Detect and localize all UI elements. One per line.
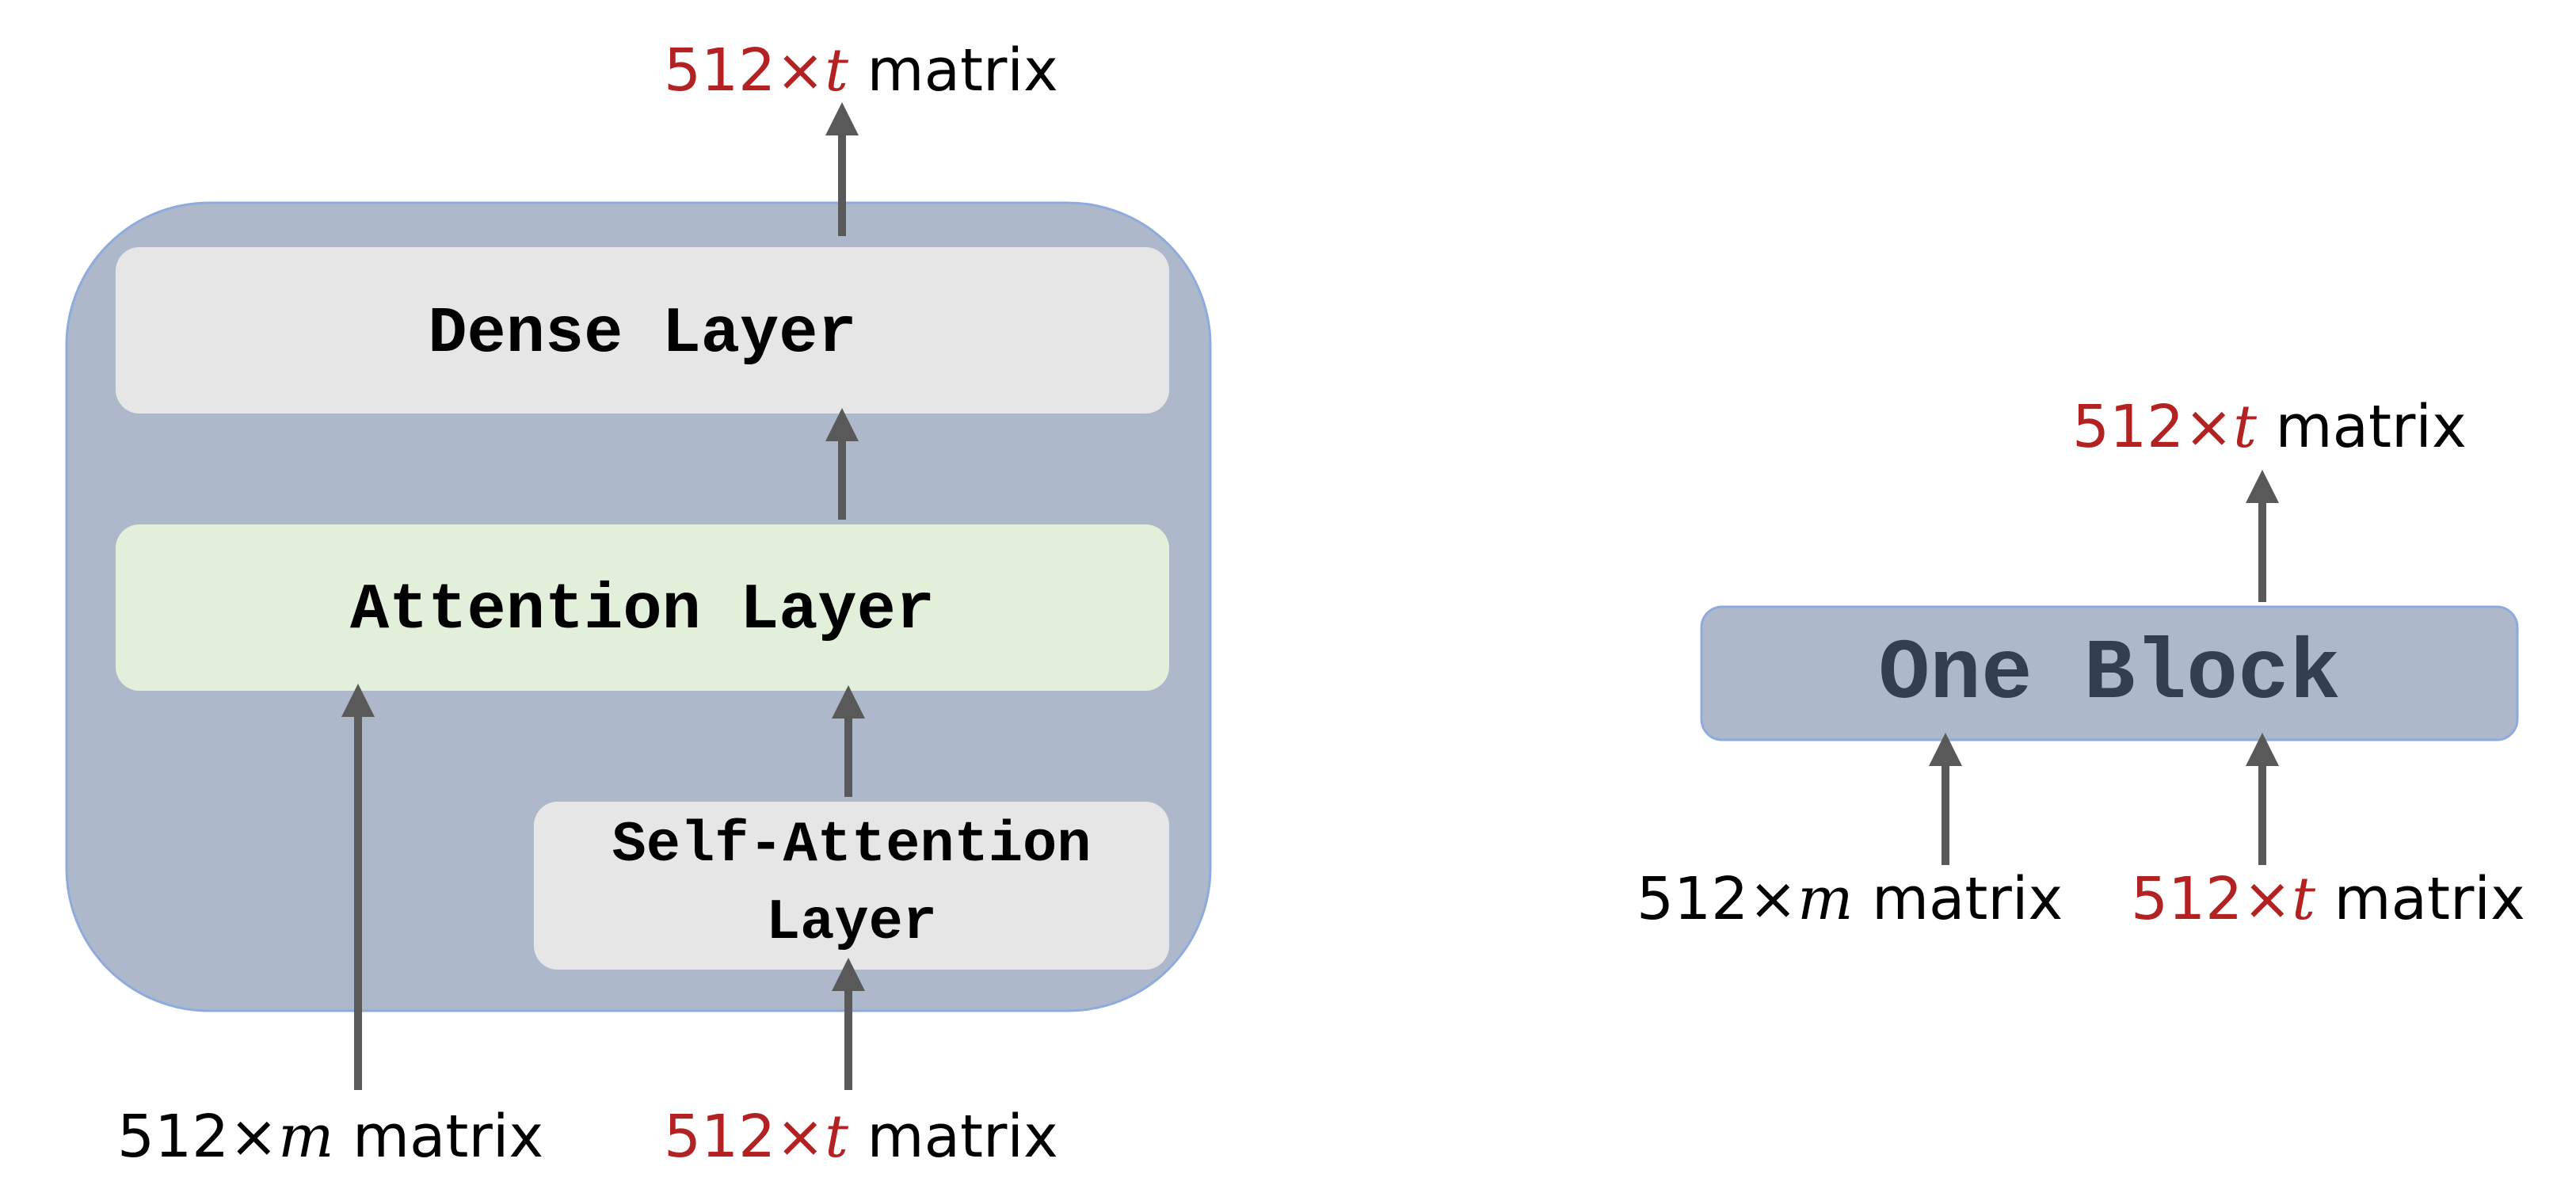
left-diagram: Dense Layer Attention Layer Self-Attenti… — [65, 36, 1212, 1171]
dense-layer-box — [116, 247, 1169, 414]
left-input-m-label: 512×m matrix — [117, 1103, 543, 1171]
left-input-t-label: 512×t matrix — [664, 1103, 1058, 1171]
one-block-label: One Block — [1878, 627, 2340, 723]
right-input-t-label: 512×t matrix — [2131, 865, 2525, 933]
right-diagram: One Block 512×t matrix 512×m matrix 512×… — [1637, 393, 2525, 933]
self-attention-label-line1: Self-Attention — [612, 813, 1092, 878]
attention-layer-box — [116, 524, 1169, 691]
left-output-label: 512×t matrix — [664, 36, 1058, 105]
dense-layer-label: Dense Layer — [428, 297, 856, 371]
self-attention-label-line2: Layer — [766, 890, 937, 955]
right-output-label: 512×t matrix — [2072, 393, 2467, 461]
right-input-m-label: 512×m matrix — [1637, 865, 2063, 933]
self-attention-layer-box — [534, 802, 1169, 970]
attention-layer-label: Attention Layer — [350, 574, 935, 647]
one-block-box — [1700, 605, 2519, 741]
